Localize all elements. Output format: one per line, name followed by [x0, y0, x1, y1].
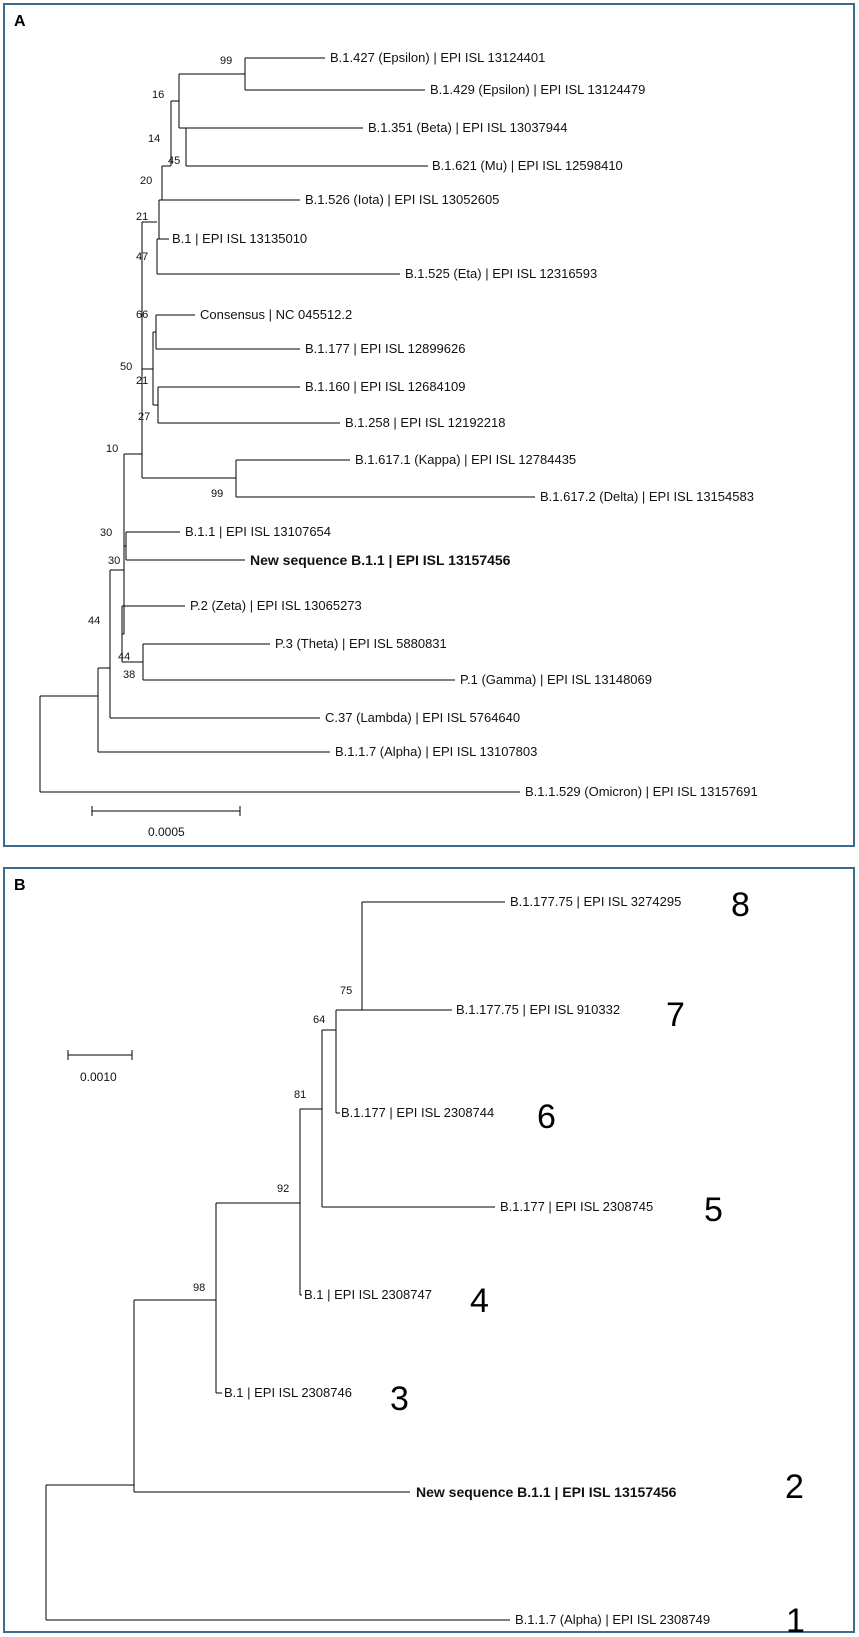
bootstrap-value: 81 — [294, 1089, 306, 1101]
clade-number: 7 — [666, 996, 685, 1034]
bootstrap-value: 92 — [277, 1183, 289, 1195]
panel-b-leaf-labels: B.1.177.75 | EPI ISL 3274295 B.1.177.75 … — [224, 894, 710, 1627]
leaf-label: B.1.351 (Beta) | EPI ISL 13037944 — [368, 120, 567, 135]
panel-a-letter: A — [14, 13, 26, 30]
bootstrap-value: 27 — [138, 411, 150, 423]
leaf-label: B.1.621 (Mu) | EPI ISL 12598410 — [432, 158, 623, 173]
leaf-label: B.1 | EPI ISL 13135010 — [172, 231, 307, 246]
clade-number: 1 — [786, 1602, 805, 1637]
scale-bar-label: 0.0010 — [80, 1070, 117, 1084]
bootstrap-value: 30 — [100, 527, 112, 539]
leaf-label: B.1 | EPI ISL 2308747 — [304, 1287, 432, 1302]
leaf-label: B.1.160 | EPI ISL 12684109 — [305, 379, 465, 394]
leaf-label: B.1.1.529 (Omicron) | EPI ISL 13157691 — [525, 784, 758, 799]
leaf-label: B.1.1.7 (Alpha) | EPI ISL 2308749 — [515, 1612, 710, 1627]
panel-b-scale-bar: 0.0010 — [67, 1050, 133, 1084]
bootstrap-value: 16 — [152, 89, 164, 101]
bootstrap-value: 66 — [136, 309, 148, 321]
panel-a-leaf-labels: B.1.427 (Epsilon) | EPI ISL 13124401 B.1… — [172, 50, 758, 799]
leaf-label: B.1.617.1 (Kappa) | EPI ISL 12784435 — [355, 452, 576, 467]
leaf-label: P.2 (Zeta) | EPI ISL 13065273 — [190, 598, 362, 613]
leaf-label: B.1.427 (Epsilon) | EPI ISL 13124401 — [330, 50, 545, 65]
clade-number: 2 — [785, 1468, 804, 1506]
panel-a-scale-bar: 0.0005 — [91, 806, 241, 839]
leaf-label: B.1.177.75 | EPI ISL 3274295 — [510, 894, 681, 909]
bootstrap-value: 38 — [123, 669, 135, 681]
bootstrap-value: 44 — [88, 615, 100, 627]
leaf-label-new-sequence: New sequence B.1.1 | EPI ISL 13157456 — [250, 552, 511, 568]
bootstrap-value: 45 — [168, 155, 180, 167]
clade-number: 5 — [704, 1191, 723, 1229]
panel-a: A — [3, 3, 855, 847]
panel-b: B B.1.177.75 | EPI ISL 3274295 — [3, 867, 855, 1637]
leaf-label-new-sequence: New sequence B.1.1 | EPI ISL 13157456 — [416, 1484, 677, 1500]
leaf-label: B.1.177 | EPI ISL 2308744 — [341, 1105, 494, 1120]
clade-number: 4 — [470, 1282, 489, 1320]
clade-number: 3 — [390, 1380, 409, 1418]
bootstrap-value: 14 — [148, 133, 160, 145]
leaf-label: B.1 | EPI ISL 2308746 — [224, 1385, 352, 1400]
panel-b-branches — [45, 901, 510, 1621]
panel-a-frame — [3, 3, 855, 847]
bootstrap-value: 30 — [108, 555, 120, 567]
panel-b-clade-numbers: 8 7 6 5 4 3 2 1 — [390, 886, 805, 1637]
bootstrap-value: 75 — [340, 985, 352, 997]
bootstrap-value: 21 — [136, 375, 148, 387]
leaf-label: Consensus | NC 045512.2 — [200, 307, 352, 322]
leaf-label: B.1.526 (Iota) | EPI ISL 13052605 — [305, 192, 499, 207]
scale-bar-label: 0.0005 — [148, 825, 185, 839]
leaf-label: B.1.177 | EPI ISL 12899626 — [305, 341, 465, 356]
leaf-label: P.1 (Gamma) | EPI ISL 13148069 — [460, 672, 652, 687]
leaf-label: B.1.258 | EPI ISL 12192218 — [345, 415, 505, 430]
bootstrap-value: 10 — [106, 443, 118, 455]
leaf-label: B.1.177 | EPI ISL 2308745 — [500, 1199, 653, 1214]
bootstrap-value: 20 — [140, 175, 152, 187]
leaf-label: B.1.177.75 | EPI ISL 910332 — [456, 1002, 620, 1017]
bootstrap-value: 21 — [136, 211, 148, 223]
bootstrap-value: 99 — [220, 55, 232, 67]
bootstrap-value: 47 — [136, 251, 148, 263]
panel-b-letter: B — [14, 877, 26, 894]
panel-b-frame — [3, 867, 855, 1633]
bootstrap-value: 99 — [211, 488, 223, 500]
bootstrap-value: 98 — [193, 1282, 205, 1294]
panel-a-branches — [39, 57, 535, 793]
leaf-label: B.1.525 (Eta) | EPI ISL 12316593 — [405, 266, 597, 281]
bootstrap-value: 44 — [118, 651, 130, 663]
panel-a-bootstrap-values: 99 16 14 45 20 21 47 66 21 27 50 10 99 3… — [88, 55, 232, 681]
leaf-label: B.1.617.2 (Delta) | EPI ISL 13154583 — [540, 489, 754, 504]
leaf-label: B.1.429 (Epsilon) | EPI ISL 13124479 — [430, 82, 645, 97]
clade-number: 6 — [537, 1098, 556, 1136]
leaf-label: B.1.1 | EPI ISL 13107654 — [185, 524, 331, 539]
clade-number: 8 — [731, 886, 750, 924]
bootstrap-value: 50 — [120, 361, 132, 373]
panel-b-bootstrap-values: 75 64 81 92 98 — [193, 985, 352, 1294]
leaf-label: C.37 (Lambda) | EPI ISL 5764640 — [325, 710, 520, 725]
leaf-label: B.1.1.7 (Alpha) | EPI ISL 13107803 — [335, 744, 537, 759]
bootstrap-value: 64 — [313, 1014, 325, 1026]
leaf-label: P.3 (Theta) | EPI ISL 5880831 — [275, 636, 447, 651]
